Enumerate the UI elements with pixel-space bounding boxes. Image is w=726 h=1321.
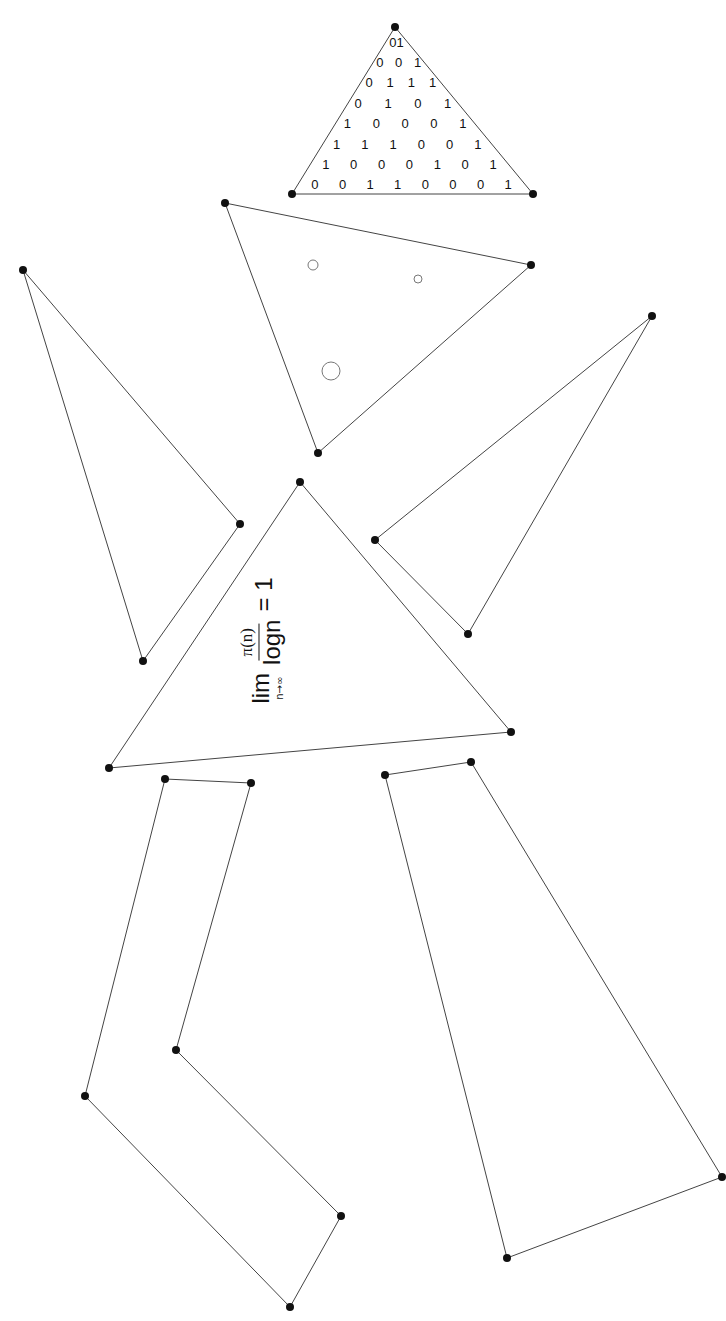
vertex-dot xyxy=(247,779,255,787)
digit-row: 0 0 1 1 0 0 0 1 xyxy=(311,178,511,191)
right-arm-triangle xyxy=(375,316,652,634)
fraction-block: π(n)logn xyxy=(238,619,285,664)
triangle-outline xyxy=(286,21,539,200)
vertex-dot xyxy=(221,199,229,207)
body-triangle: limn→∞ π(n)logn = 1 xyxy=(103,476,517,774)
equation-result: = 1 xyxy=(251,577,277,611)
vertex-dot xyxy=(648,312,656,320)
limit-subscript: n→∞ xyxy=(275,676,286,699)
triangle-edge xyxy=(109,482,511,768)
triangle-outline xyxy=(103,476,517,774)
eye-circle xyxy=(414,275,422,283)
limit-formula: limn→∞ π(n)logn = 1 xyxy=(238,577,285,703)
vertex-dot xyxy=(236,520,244,528)
vertex-dot xyxy=(467,758,475,766)
digit-row: 1 1 1 0 0 1 xyxy=(333,138,482,151)
vertex-dot xyxy=(314,449,322,457)
mouth-circle xyxy=(322,362,340,380)
digit-row: 0 0 1 xyxy=(376,56,421,69)
result-block: = 1 xyxy=(251,577,285,611)
vertex-dot xyxy=(19,266,27,274)
right-leg xyxy=(385,762,722,1258)
vertex-dot xyxy=(503,1254,511,1262)
vertex-dot xyxy=(139,657,147,665)
digit-row: 01 xyxy=(389,36,403,49)
vertex-dot xyxy=(391,23,399,31)
limit-block: limn→∞ xyxy=(248,672,285,703)
digit-row: 1 0 0 0 1 xyxy=(344,117,467,130)
limit-operator: lim xyxy=(248,672,274,703)
vertex-dot xyxy=(464,630,472,638)
vertex-dot xyxy=(288,190,296,198)
vertex-dot xyxy=(371,536,379,544)
denominator: logn xyxy=(259,619,285,664)
triangle-edge xyxy=(292,27,533,194)
vertex-dot xyxy=(105,764,113,772)
digit-row: 0 1 1 1 xyxy=(365,76,436,89)
vertex-dot xyxy=(718,1173,726,1181)
vertex-dot xyxy=(529,190,537,198)
vertex-dot xyxy=(337,1212,345,1220)
numerator: π(n) xyxy=(238,624,259,660)
vertex-dot xyxy=(296,478,304,486)
vertex-dot xyxy=(286,1303,294,1311)
vertex-dot xyxy=(81,1092,89,1100)
face-triangle xyxy=(225,203,531,453)
vertex-dot xyxy=(527,261,535,269)
digit-row: 1 0 0 0 1 0 1 xyxy=(322,158,497,171)
head-triangle: 01 0 0 1 0 1 1 1 0 1 0 1 1 0 0 0 1 1 1 1 0 0 … xyxy=(286,21,539,200)
vertex-dot xyxy=(381,771,389,779)
vertex-dot xyxy=(507,728,515,736)
eye-circle xyxy=(308,260,318,270)
digit-row: 0 1 0 1 xyxy=(355,97,452,110)
vertex-dot xyxy=(172,1046,180,1054)
vertex-dot xyxy=(161,775,169,783)
left-arm-triangle xyxy=(23,270,240,661)
left-leg xyxy=(85,779,341,1307)
